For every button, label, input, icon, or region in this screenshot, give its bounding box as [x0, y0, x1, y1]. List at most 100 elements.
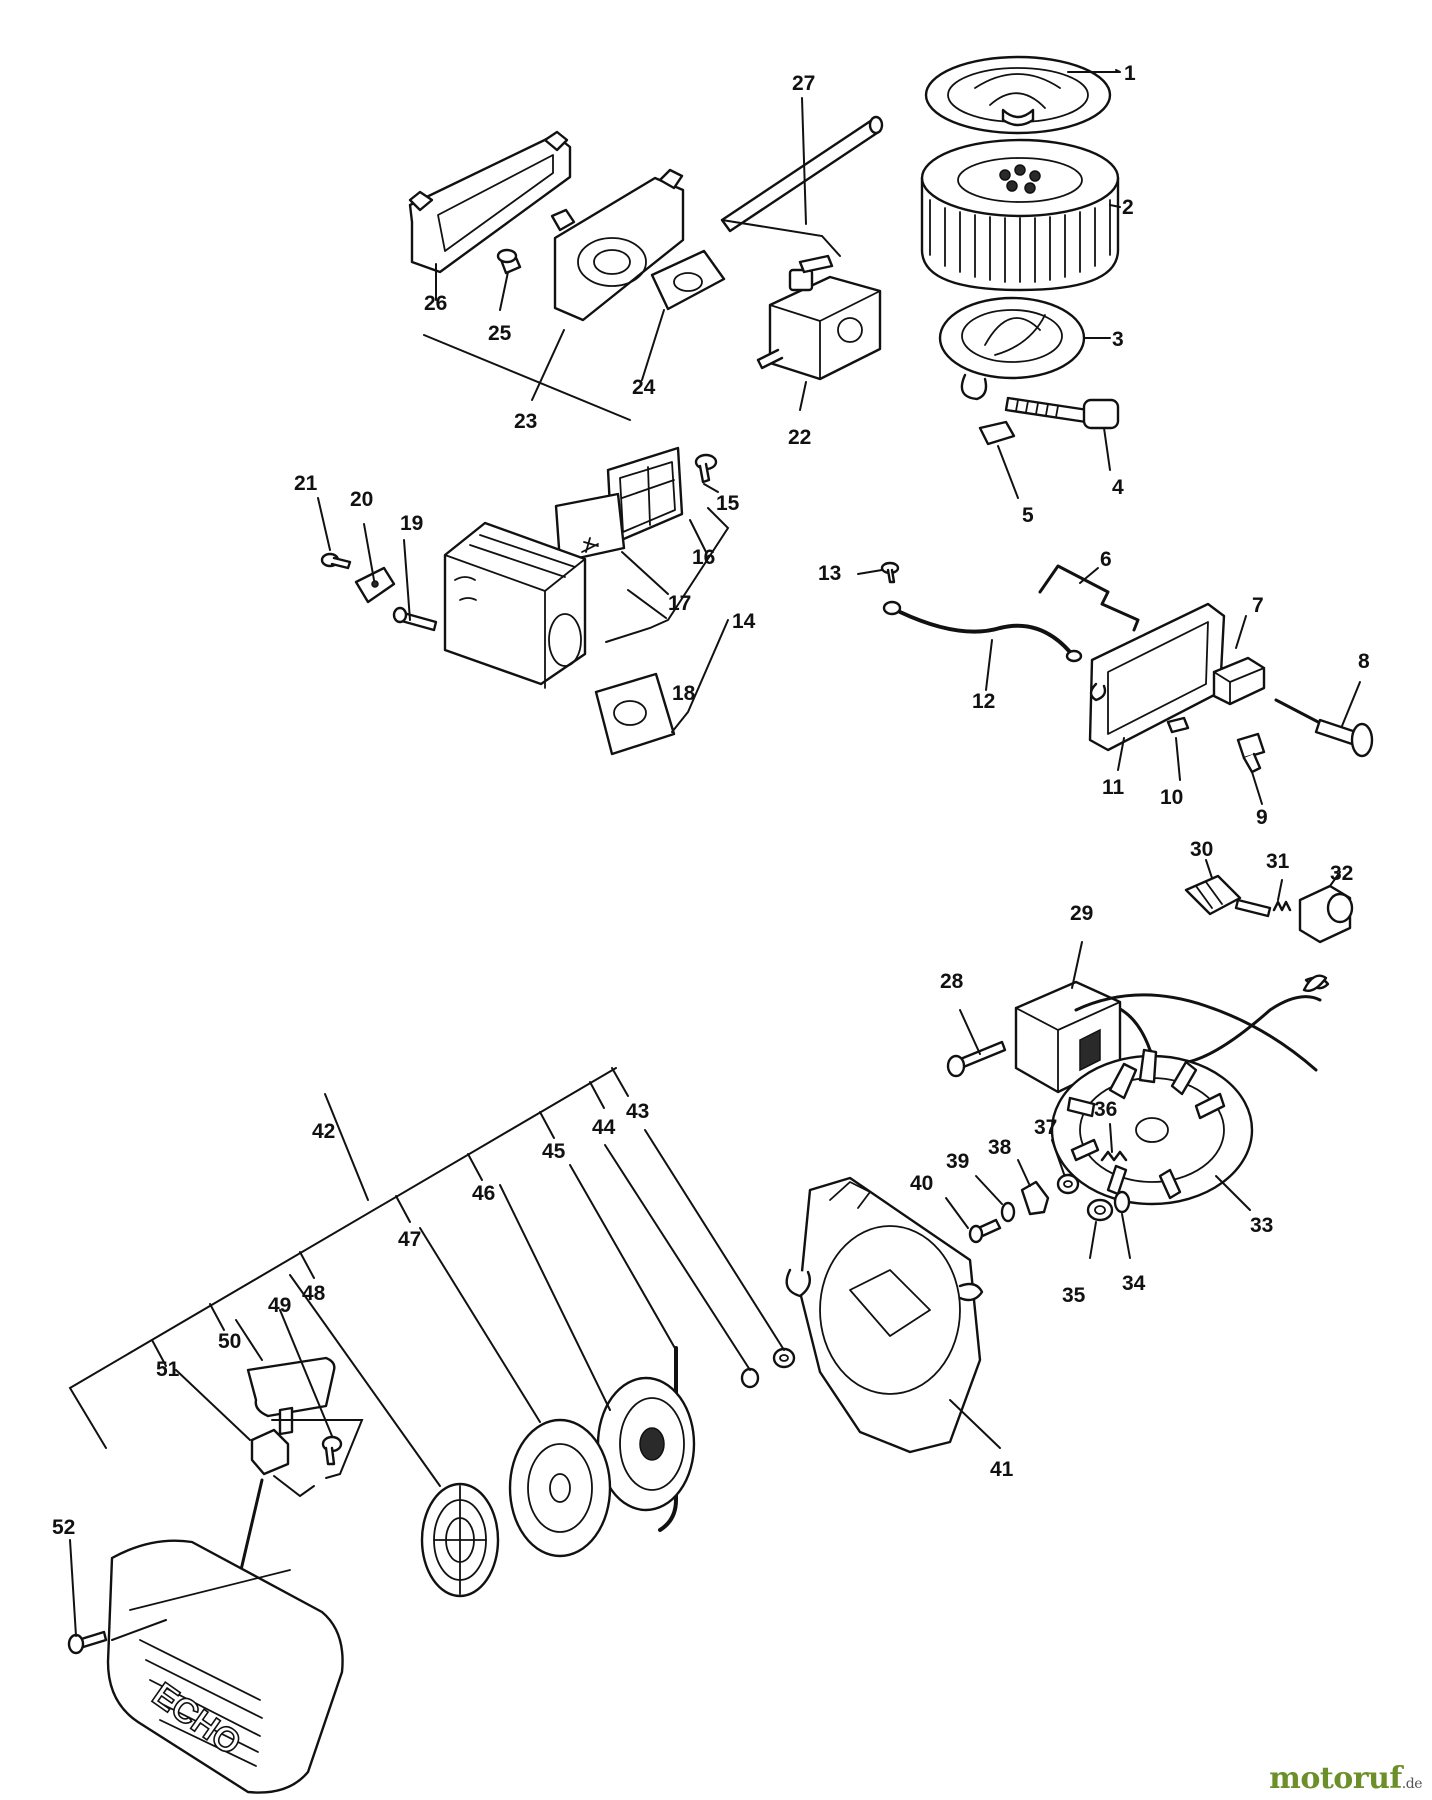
callout-52: 52	[52, 1516, 75, 1539]
watermark-tld: .de	[1401, 1776, 1423, 1792]
callout-17: 17	[668, 592, 691, 615]
part-41-fan-housing	[785, 1176, 984, 1454]
callout-48: 48	[302, 1282, 326, 1305]
part-32-fitting	[1298, 884, 1354, 944]
callout-50: 50	[218, 1330, 241, 1353]
callout-29: 29	[1070, 902, 1093, 925]
callout-10: 10	[1160, 786, 1183, 809]
callout-27: 27	[792, 72, 815, 95]
callout-26: 26	[424, 292, 447, 315]
callout-2: 2	[1122, 196, 1134, 219]
starter-cover: ECHO	[106, 1539, 344, 1794]
callout-36: 36	[1094, 1098, 1117, 1121]
callout-23: 23	[514, 410, 537, 433]
callout-4: 4	[1112, 476, 1124, 499]
callout-38: 38	[988, 1136, 1012, 1159]
part-7-switch-housing	[1212, 656, 1266, 706]
callout-44: 44	[592, 1116, 616, 1139]
callout-47: 47	[398, 1228, 421, 1251]
callout-1: 1	[1124, 62, 1136, 85]
callout-46: 46	[472, 1182, 495, 1205]
callout-14: 14	[732, 610, 756, 633]
part-2-air-filter	[920, 138, 1120, 292]
part-50-starter-handle	[246, 1356, 336, 1436]
callout-49: 49	[268, 1294, 291, 1317]
part-13-screw	[880, 561, 900, 584]
callout-5: 5	[1022, 504, 1034, 527]
part-1-air-cleaner-cover	[924, 55, 1112, 135]
part-52-screw	[67, 1630, 108, 1655]
part-40-bolt	[968, 1218, 1002, 1244]
callout-11: 11	[1102, 776, 1125, 799]
callout-18: 18	[672, 682, 696, 705]
part-37-washer	[1056, 1173, 1080, 1195]
part-22-carburetor	[756, 254, 882, 381]
callout-30: 30	[1190, 838, 1213, 861]
part-14-muffler	[443, 521, 587, 689]
part-4-bolt	[1004, 396, 1120, 430]
callout-7: 7	[1252, 594, 1264, 617]
part-46-rope-pulley	[596, 1376, 696, 1512]
callout-34: 34	[1122, 1272, 1146, 1295]
part-15-screw	[694, 453, 718, 484]
callout-21: 21	[294, 472, 318, 495]
part-26-gasket-frame	[408, 130, 572, 274]
callout-15: 15	[716, 492, 740, 515]
part-3-air-filter-base	[938, 296, 1086, 401]
callout-42: 42	[312, 1120, 335, 1143]
part-21-screw	[320, 552, 352, 570]
part-5-block	[978, 420, 1016, 446]
part-48-starter-guard	[420, 1482, 500, 1598]
callout-24: 24	[632, 376, 656, 399]
part-20-plate	[354, 566, 396, 604]
callout-labels: 1 2 3 4 5 6 7 8 9 10 11 12 13 14 15 16 1…	[52, 62, 1370, 1539]
callout-35: 35	[1062, 1284, 1086, 1307]
callout-13: 13	[818, 562, 841, 585]
part-43-nut	[772, 1347, 796, 1369]
callout-43: 43	[626, 1100, 649, 1123]
part-8-stop-wire	[1274, 698, 1374, 758]
callout-8: 8	[1358, 650, 1370, 673]
callout-3: 3	[1112, 328, 1124, 351]
callout-28: 28	[940, 970, 964, 993]
callout-40: 40	[910, 1172, 933, 1195]
part-12-ground-wire	[882, 600, 1083, 663]
part-38-pawl	[1020, 1180, 1050, 1216]
watermark-name: motoruf	[1269, 1761, 1402, 1796]
part-17-screen	[554, 492, 626, 564]
part-27-rod	[720, 115, 884, 233]
part-11-module-bracket	[1088, 602, 1226, 752]
part-10-pad	[1166, 716, 1190, 734]
part-45-rope	[658, 1346, 678, 1532]
callout-37: 37	[1034, 1116, 1057, 1139]
callout-19: 19	[400, 512, 423, 535]
callout-22: 22	[788, 426, 811, 449]
part-36-spring	[1100, 1150, 1128, 1162]
callout-51: 51	[156, 1358, 180, 1381]
callout-39: 39	[946, 1150, 969, 1173]
callout-33: 33	[1250, 1214, 1273, 1237]
part-30-fuel-filter	[1184, 874, 1272, 918]
part-28-bolt	[946, 1040, 1007, 1078]
leader-lines	[68, 69, 1361, 1641]
part-31-spring	[1272, 900, 1292, 912]
part-18-muffler-gasket	[594, 672, 676, 756]
callout-20: 20	[350, 488, 373, 511]
part-24-carb-gasket	[650, 249, 726, 311]
callout-12: 12	[972, 690, 995, 713]
callout-6: 6	[1100, 548, 1112, 571]
part-49-screw	[321, 1435, 343, 1466]
part-9-switch-knob	[1236, 732, 1266, 774]
part-6-wire-bracket	[1038, 564, 1140, 632]
part-39-washer	[1000, 1201, 1016, 1223]
part-35-nut	[1086, 1198, 1114, 1222]
part-33-flywheel	[1050, 1048, 1254, 1206]
callout-31: 31	[1266, 850, 1290, 873]
callout-41: 41	[990, 1458, 1014, 1481]
callout-25: 25	[488, 322, 512, 345]
callout-45: 45	[542, 1140, 566, 1163]
callout-16: 16	[692, 546, 715, 569]
callout-32: 32	[1330, 862, 1353, 885]
part-29-ignition-coil	[1014, 980, 1318, 1094]
